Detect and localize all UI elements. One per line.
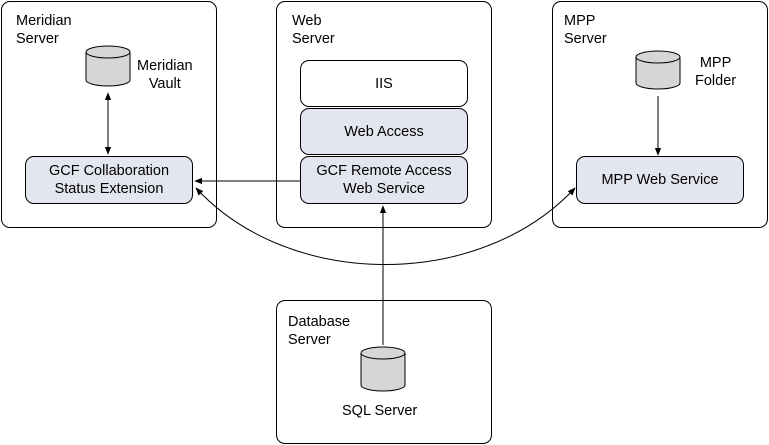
iis-component: IIS (300, 60, 468, 107)
sql-server-label: SQL Server (342, 403, 418, 419)
gcf-remote-access-web-service: GCF Remote Access Web Service (300, 156, 468, 204)
mpp-server-label: MPP Server (564, 13, 607, 47)
collab-mpp-curved-connector (195, 187, 576, 265)
web-access-component: Web Access (300, 108, 468, 155)
sql-server-database-icon (360, 346, 406, 392)
database-server-label: Database Server (288, 314, 351, 348)
mpp-folder-label: MPP Folder (695, 55, 737, 89)
meridian-vault-label: Meridian Vault (137, 58, 193, 92)
meridian-server-label: Meridian Server (16, 13, 72, 47)
meridian-vault-database-icon (85, 45, 131, 87)
mpp-folder-database-icon (635, 50, 681, 90)
web-server-label: Web Server (292, 13, 335, 47)
mpp-web-service: MPP Web Service (576, 156, 744, 204)
gcf-collaboration-status-extension: GCF Collaboration Status Extension (25, 156, 193, 204)
